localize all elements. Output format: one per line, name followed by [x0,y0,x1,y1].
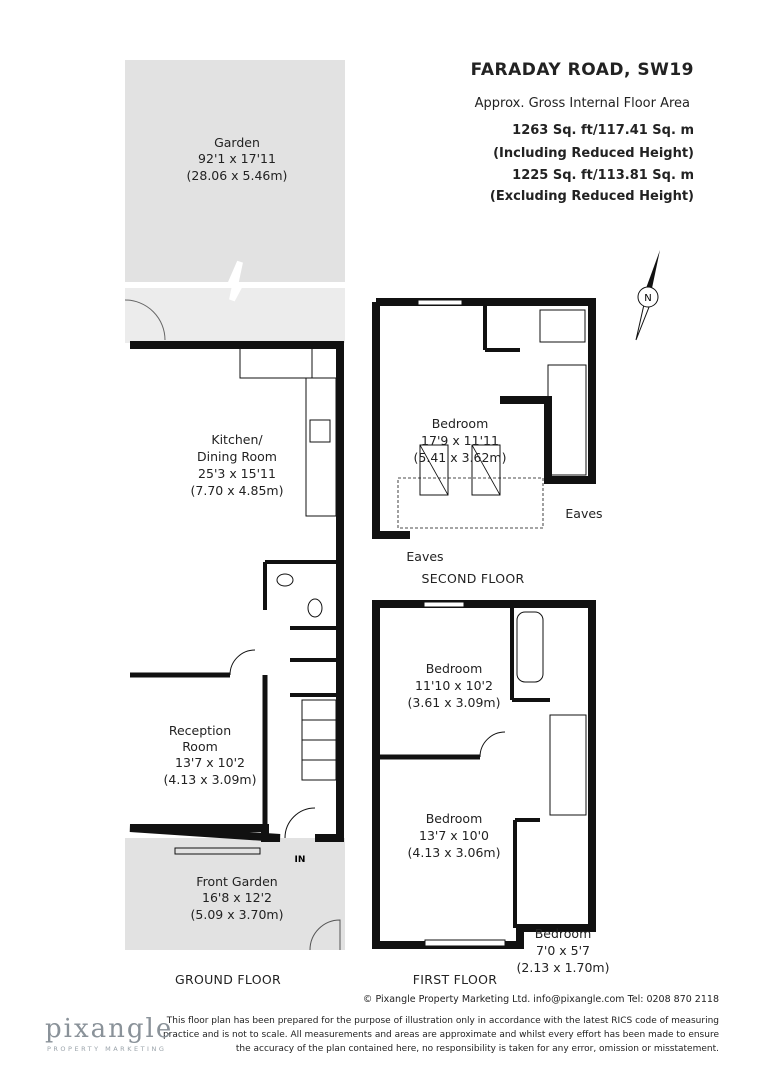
ground-floor-plan [124,299,344,855]
area-including: 1263 Sq. ft/117.41 Sq. m [512,123,694,138]
bedroom2-dims-metric: (4.13 x 3.06m) [408,845,501,860]
reception-dims-metric: (4.13 x 3.09m) [164,772,257,787]
bedroom3-dims-imperial: 7'0 x 5'7 [536,943,590,958]
area-excluding-note: (Excluding Reduced Height) [489,189,694,204]
bedroom1-dims-metric: (3.61 x 3.09m) [408,695,501,710]
compass-icon: N [635,250,660,341]
pixangle-logo: pixangle [45,1014,174,1044]
bedroom2-dims-imperial: 13'7 x 10'0 [419,828,489,843]
bedroom3-label: Bedroom [535,926,592,941]
area-excluding: 1225 Sq. ft/113.81 Sq. m [512,168,694,183]
area-subtitle: Approx. Gross Internal Floor Area [474,96,690,111]
kitchen-label-2: Dining Room [197,449,277,464]
second-floor-label: SECOND FLOOR [421,571,524,586]
ground-floor-label: GROUND FLOOR [175,972,281,987]
bedroom3-dims-metric: (2.13 x 1.70m) [517,960,610,975]
entrance-marker: IN [295,855,306,865]
kitchen-dims-imperial: 25'3 x 15'11 [198,466,276,481]
second-bedroom-label: Bedroom [432,416,489,431]
front-garden-dims-metric: (5.09 x 3.70m) [191,907,284,922]
compass-north-label: N [644,293,651,304]
bedroom1-label: Bedroom [426,661,483,676]
reception-label-2: Room [182,739,218,754]
second-bedroom-dims-metric: (5.41 x 3.62m) [414,450,507,465]
pixangle-logo-subtitle: PROPERTY MARKETING [47,1045,167,1053]
disclaimer: This floor plan has been prepared for th… [162,1016,719,1054]
eaves-left-label: Eaves [406,549,443,564]
garden-dims-metric: (28.06 x 5.46m) [187,168,288,183]
eaves-right-label: Eaves [565,506,602,521]
front-garden-dims-imperial: 16'8 x 12'2 [202,890,272,905]
bedroom2-label: Bedroom [426,811,483,826]
kitchen-dims-metric: (7.70 x 4.85m) [191,483,284,498]
garden: Garden 92'1 x 17'11 (28.06 x 5.46m) [125,60,345,343]
copyright-notice: © Pixangle Property Marketing Ltd. info@… [362,994,719,1005]
reception-label: Reception [169,723,231,738]
property-title: FARADAY ROAD, SW19 [470,60,694,80]
garden-dims-imperial: 92'1 x 17'11 [198,151,276,166]
area-including-note: (Including Reduced Height) [493,146,694,161]
first-floor-plan [372,600,596,949]
reception-dims-imperial: 13'7 x 10'2 [175,755,245,770]
second-floor-plan [372,298,596,539]
front-garden-label: Front Garden [196,874,277,889]
front-garden: Front Garden 16'8 x 12'2 (5.09 x 3.70m) [125,838,345,951]
second-bedroom-dims-imperial: 17'9 x 11'11 [421,433,499,448]
bedroom1-dims-imperial: 11'10 x 10'2 [415,678,493,693]
first-floor-label: FIRST FLOOR [413,972,497,987]
garden-label: Garden [214,135,260,150]
kitchen-label: Kitchen/ [211,432,263,447]
